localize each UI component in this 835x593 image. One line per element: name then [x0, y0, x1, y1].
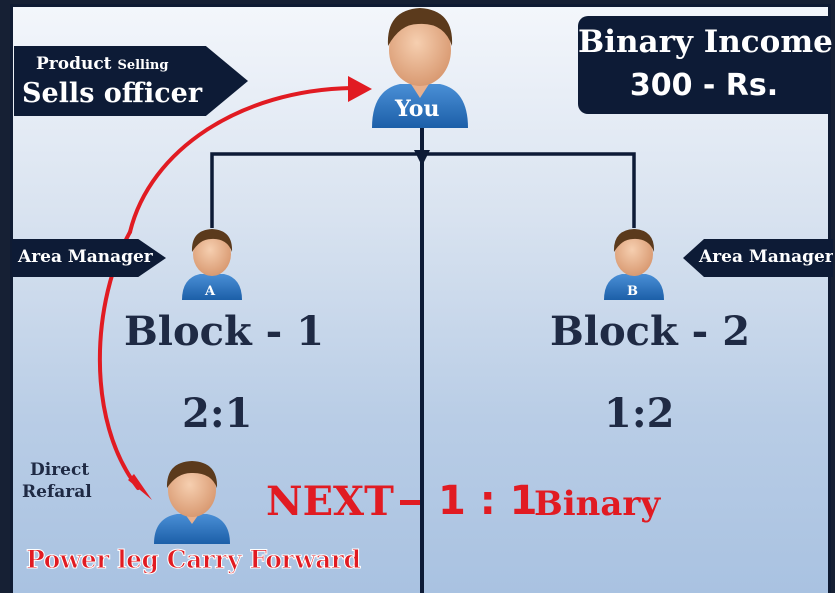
- area-manager-left-text: Area Manager: [18, 247, 153, 267]
- you-label: You: [395, 96, 440, 122]
- direct-referral-line2: Refaral: [22, 482, 92, 502]
- income-title: Binary Income: [578, 24, 833, 60]
- tag-product-text: Product: [36, 54, 112, 74]
- block-2-ratio: 1:2: [604, 390, 675, 437]
- ratio-one-to-one: 1 : 1: [438, 478, 538, 524]
- you-person-icon: [372, 8, 468, 128]
- person-b-icon: [604, 229, 664, 300]
- referral-person-icon: [154, 461, 230, 544]
- node-a-label: A: [205, 284, 216, 299]
- arrow-to-you: [128, 86, 354, 234]
- next-dash: [400, 500, 420, 505]
- income-amount: 300 - Rs.: [629, 68, 779, 103]
- node-b-label: B: [627, 284, 638, 299]
- next-text: NEXT: [266, 478, 394, 525]
- down-arrow-head: [414, 150, 430, 166]
- tag-sells-officer-text: Sells officer: [22, 78, 203, 109]
- sells-officer-tag: Product Selling Sells officer: [14, 46, 248, 116]
- area-manager-right-text: Area Manager: [699, 247, 834, 267]
- tag-selling-text: Selling: [117, 58, 169, 73]
- carry-forward-text: Power leg Carry Forward: [25, 545, 361, 575]
- block-2-title: Block - 2: [550, 308, 751, 355]
- binary-income-box: Binary Income 300 - Rs.: [578, 16, 833, 114]
- direct-referral-line1: Direct: [30, 460, 90, 480]
- area-manager-tag-left: Area Manager: [12, 239, 166, 277]
- binary-text: Binary: [534, 484, 661, 524]
- block-1-title: Block - 1: [124, 308, 325, 355]
- area-manager-tag-right: Area Manager: [683, 239, 833, 277]
- block-1-ratio: 2:1: [182, 390, 253, 437]
- person-a-icon: [182, 229, 242, 300]
- tree-lines: [210, 125, 636, 593]
